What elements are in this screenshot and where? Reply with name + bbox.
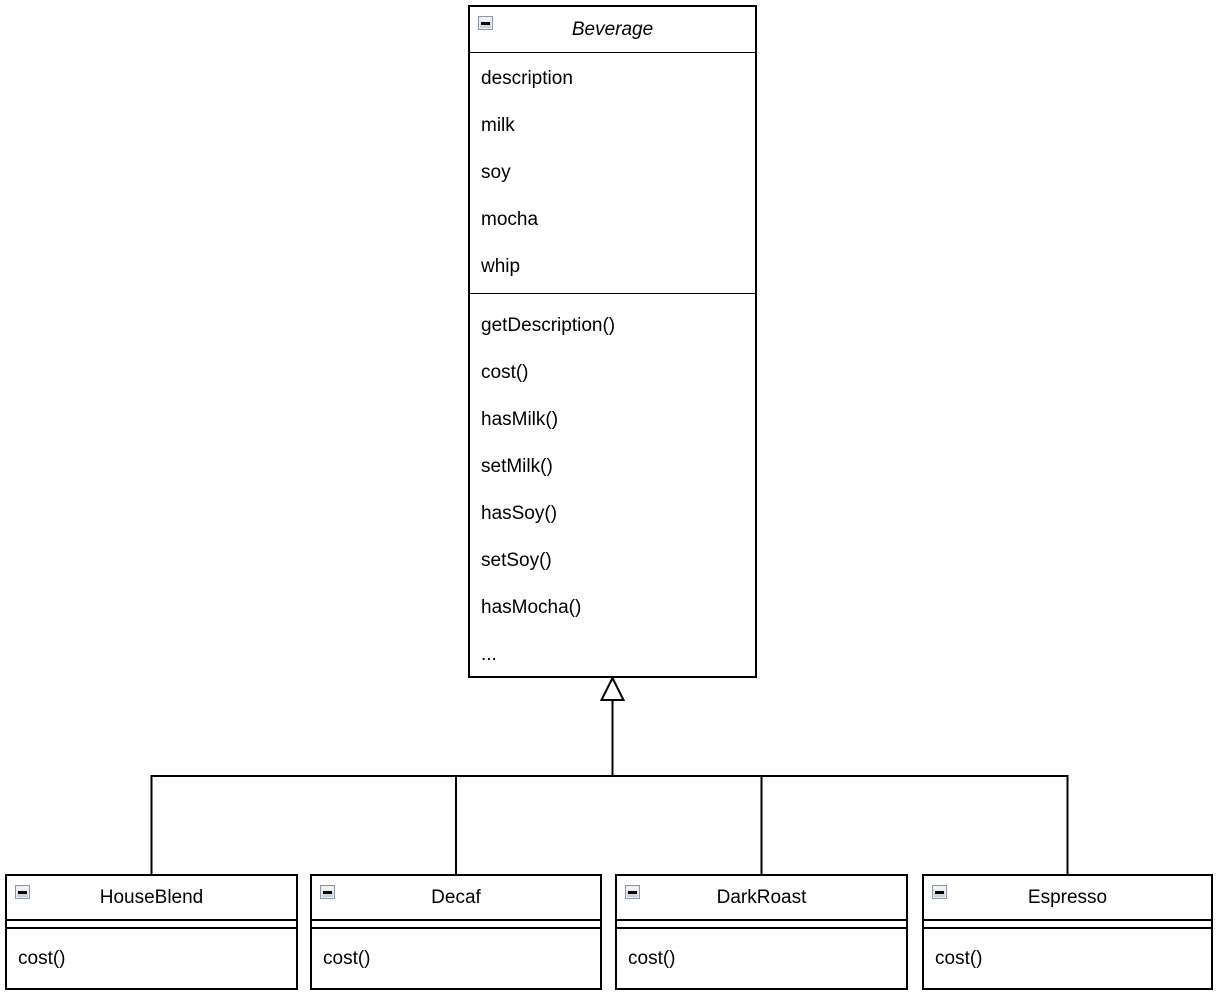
member-item: cost() [18, 947, 66, 969]
class-header: Espresso [924, 876, 1211, 921]
member-item: whip [481, 255, 521, 277]
attributes-compartment: description milk soy mocha whip [470, 53, 755, 294]
member-item: milk [481, 114, 515, 136]
minus-collapse-icon[interactable] [320, 885, 335, 899]
member-item: cost() [628, 947, 676, 969]
member-item: setSoy() [481, 549, 552, 571]
class-header: Decaf [312, 876, 600, 921]
attributes-compartment-empty [312, 921, 600, 929]
methods-compartment: cost() [312, 929, 600, 988]
class-header: HouseBlend [7, 876, 296, 921]
attributes-compartment-empty [617, 921, 906, 929]
member-item: setMilk() [481, 455, 553, 477]
minus-collapse-icon[interactable] [625, 885, 640, 899]
class-title: Espresso [1027, 886, 1108, 908]
class-header: DarkRoast [617, 876, 906, 921]
member-item: cost() [323, 947, 371, 969]
methods-compartment: getDescription() cost() hasMilk() setMilk()… [470, 294, 755, 676]
methods-compartment: cost() [617, 929, 906, 988]
minus-collapse-icon[interactable] [932, 885, 947, 899]
minus-collapse-icon[interactable] [15, 885, 30, 899]
attributes-compartment-empty [924, 921, 1211, 929]
class-box-houseblend[interactable]: HouseBlend cost() [5, 874, 298, 990]
member-item: hasSoy() [481, 502, 558, 524]
member-item: cost() [935, 947, 983, 969]
member-item: ... [481, 643, 497, 665]
class-box-beverage[interactable]: Beverage description milk soy mocha whip get… [468, 5, 757, 678]
class-box-darkroast[interactable]: DarkRoast cost() [615, 874, 908, 990]
class-box-espresso[interactable]: Espresso cost() [922, 874, 1213, 990]
member-item: hasMocha() [481, 596, 582, 618]
member-item: soy [481, 161, 511, 183]
class-title: Decaf [431, 886, 481, 908]
methods-compartment: cost() [924, 929, 1211, 988]
class-title: Beverage [571, 18, 654, 40]
methods-compartment: cost() [7, 929, 296, 988]
member-item: cost() [481, 361, 529, 383]
class-title: HouseBlend [99, 886, 204, 908]
member-item: getDescription() [481, 314, 616, 336]
generalization-arrowhead[interactable] [599, 675, 626, 701]
class-box-decaf[interactable]: Decaf cost() [310, 874, 602, 990]
member-item: hasMilk() [481, 408, 559, 430]
class-title: DarkRoast [716, 886, 807, 908]
class-header: Beverage [470, 7, 755, 53]
minus-collapse-icon[interactable] [478, 16, 493, 30]
attributes-compartment-empty [7, 921, 296, 929]
member-item: mocha [481, 208, 539, 230]
member-item: description [481, 67, 573, 89]
